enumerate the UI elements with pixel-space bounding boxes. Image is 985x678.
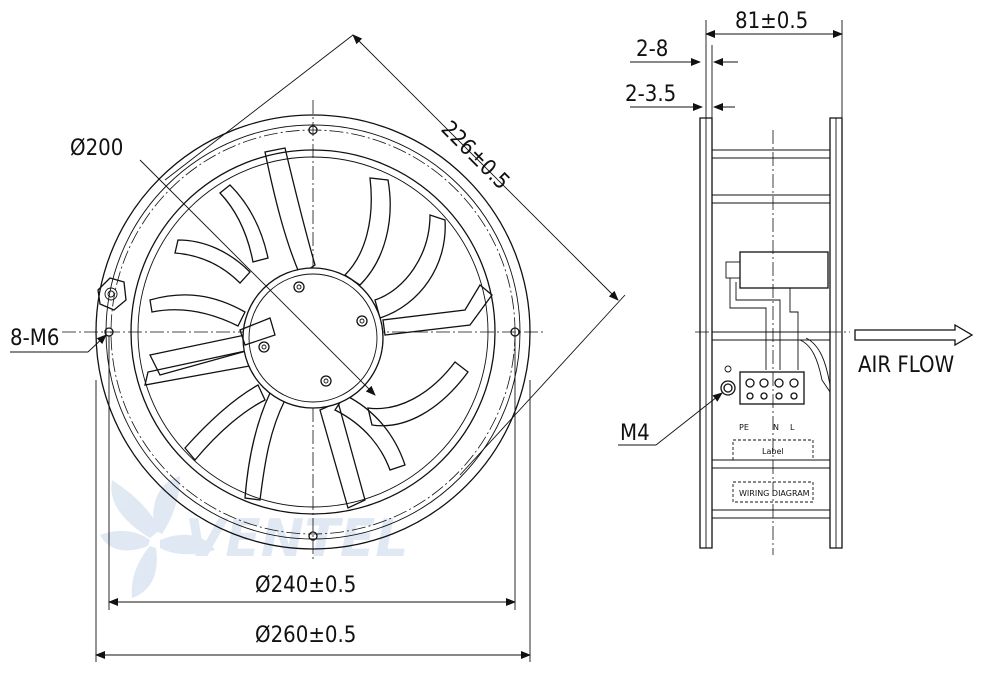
mounting-holes [104, 125, 520, 541]
capacitor [739, 251, 829, 289]
wiring-diagram-box [732, 481, 814, 503]
terminal-l: L [790, 423, 795, 432]
d200-label: Ø200 [70, 136, 123, 161]
d260-label: Ø260±0.5 [255, 623, 356, 648]
terminal-pe: PE [739, 423, 749, 432]
capacitor-end [725, 261, 741, 279]
m6-label: 8-M6 [10, 326, 59, 351]
airflow-arrow [854, 323, 974, 347]
cable-gland [97, 277, 127, 311]
label-box-text: Label [762, 447, 784, 456]
terminal-screws [745, 378, 799, 400]
d226-ext-line-1 [164, 34, 354, 181]
m4-label: M4 [620, 421, 650, 446]
wire-1 [729, 278, 767, 370]
airflow-label: AIR FLOW [858, 353, 954, 378]
hub-inner [248, 273, 378, 403]
w81-label: 81±0.5 [735, 9, 808, 34]
earth-symbol-icon [724, 365, 732, 373]
d235-label: 2-3.5 [625, 82, 676, 107]
wiring-diagram-text: WIRING DIAGRAM [739, 489, 810, 498]
watermark-logo: VENTEL [100, 476, 408, 598]
terminal-block [739, 371, 805, 405]
bolt-circle [110, 129, 516, 535]
wire-2 [735, 282, 781, 370]
wire-3 [789, 288, 799, 370]
d226-dimension-line [352, 34, 619, 301]
rear-flange [829, 117, 843, 549]
d240-label: Ø240±0.5 [255, 573, 356, 598]
hub-screws [258, 281, 368, 387]
d226-ext-line-2 [459, 294, 626, 476]
front-view: Ø200 226±0.5 8-M6 Ø240±0.5 Ø260±0.5 [10, 34, 626, 662]
front-flange [699, 117, 713, 549]
side-view: PE N L Label WIRING DIAGRAM 81±0.5 2-8 2… [618, 9, 974, 555]
hub-cable-arm [239, 317, 276, 346]
d200-leader [139, 159, 376, 396]
terminal-n: N [773, 423, 779, 432]
housing-body [712, 149, 830, 519]
d28-label: 2-8 [636, 37, 668, 62]
venturi-inner-circle [137, 156, 489, 508]
label-box [732, 439, 814, 461]
m6-leader [87, 334, 107, 353]
watermark-text: VENTEL [185, 509, 408, 569]
housing-ring [105, 124, 521, 540]
m4-screw [720, 380, 736, 396]
watermark-fan-icon [100, 476, 215, 598]
venturi-outer-circle [130, 149, 496, 515]
m4-leader [655, 392, 723, 446]
housing-outer-circle [95, 114, 531, 550]
cable [799, 339, 831, 393]
d226-label: 226±0.5 [436, 117, 514, 195]
